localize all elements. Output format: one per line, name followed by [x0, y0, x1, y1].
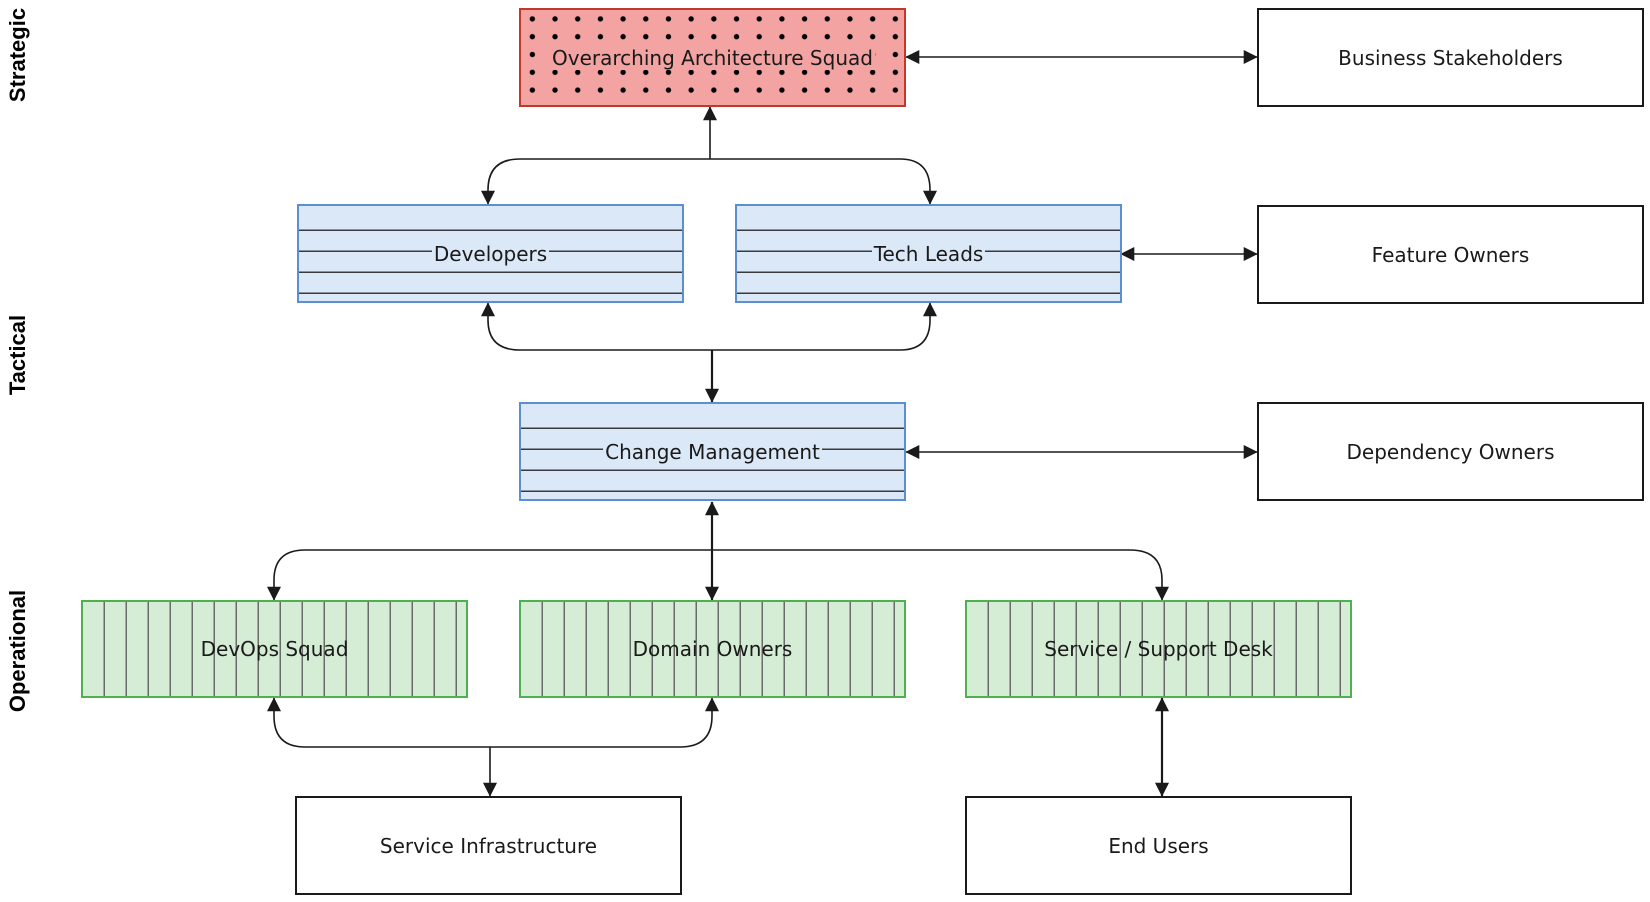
node-tech-leads: Tech Leads	[735, 204, 1122, 303]
node-business-stakeholders: Business Stakeholders	[1257, 8, 1644, 107]
node-end-users: End Users	[965, 796, 1352, 895]
arrow-devops-fork	[267, 697, 490, 748]
node-change-management: Change Management	[519, 402, 906, 501]
node-label: Service / Support Desk	[1044, 637, 1273, 661]
arrow-fork-developers	[481, 158, 710, 205]
node-label: Dependency Owners	[1346, 439, 1555, 464]
node-label: Service Infrastructure	[379, 833, 598, 858]
arrow-fork-techleads	[710, 158, 937, 205]
node-service-infrastructure: Service Infrastructure	[295, 796, 682, 895]
node-dependency-owners: Dependency Owners	[1257, 402, 1644, 501]
arrow-fork-servicedesk	[712, 549, 1169, 601]
node-devops-squad: DevOps Squad	[81, 600, 468, 698]
arrow-techleads-fork	[712, 302, 937, 351]
tier-label-tactical: Tactical	[5, 314, 30, 396]
node-label: Feature Owners	[1371, 242, 1530, 267]
node-service-support-desk: Service / Support Desk	[965, 600, 1352, 698]
node-label: Overarching Architecture Squad	[550, 45, 875, 70]
node-feature-owners: Feature Owners	[1257, 205, 1644, 304]
node-label: DevOps Squad	[200, 637, 349, 661]
node-label: Business Stakeholders	[1338, 45, 1563, 70]
node-label: Domain Owners	[632, 637, 793, 661]
arrow-domain-fork	[490, 697, 719, 748]
tier-label-operational: Operational	[5, 589, 30, 713]
node-overarching-architecture-squad: Overarching Architecture Squad	[519, 8, 906, 107]
node-label: Change Management	[603, 439, 822, 464]
node-label: End Users	[1108, 833, 1209, 858]
node-label: Tech Leads	[871, 241, 986, 266]
node-domain-owners: Domain Owners	[519, 600, 906, 698]
node-label: Developers	[431, 241, 550, 266]
node-developers: Developers	[297, 204, 684, 303]
arrow-fork-devops	[267, 549, 712, 601]
tier-label-strategic: Strategic	[5, 7, 30, 103]
arrow-developers-fork	[481, 302, 712, 351]
